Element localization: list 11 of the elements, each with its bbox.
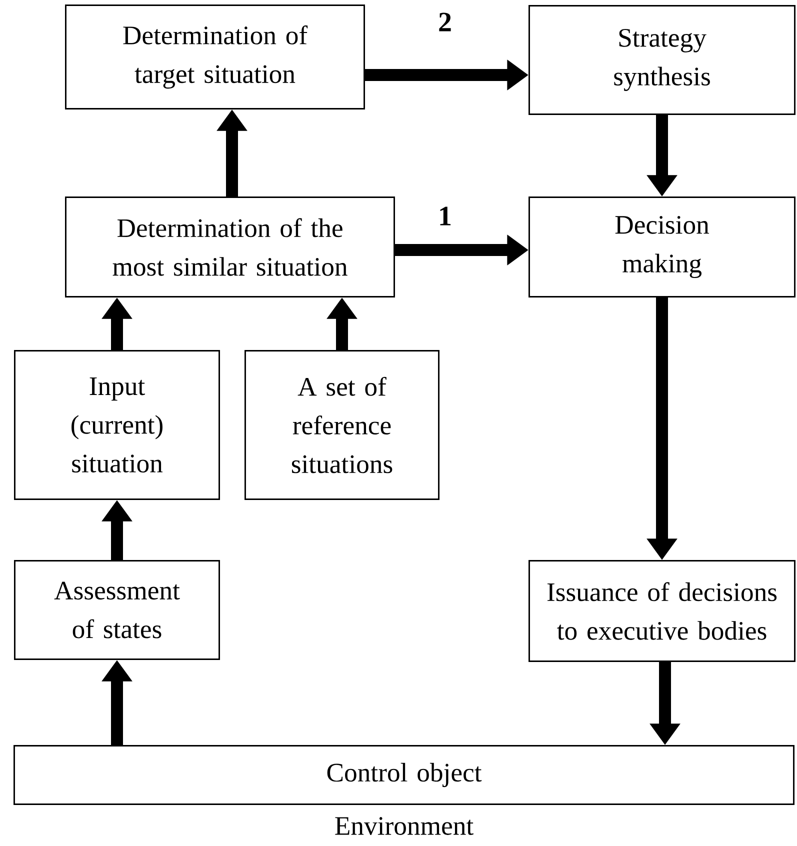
edge-label: 2 [439, 12, 451, 32]
process-box: Determination of target situation [65, 4, 365, 110]
process-box: Decision making [528, 196, 796, 298]
process-box: A set of reference situations [244, 350, 440, 500]
process-box: Input (current) situation [14, 350, 220, 500]
process-box: Assessment of states [14, 560, 220, 660]
process-box: Control object [14, 745, 794, 805]
process-box: Issuance of decisions to executive bodies [528, 560, 796, 662]
edge-label: 1 [440, 206, 451, 226]
process-box: Determination of the most similar situation [65, 196, 395, 298]
process-box: Strategy synthesis [528, 5, 796, 115]
